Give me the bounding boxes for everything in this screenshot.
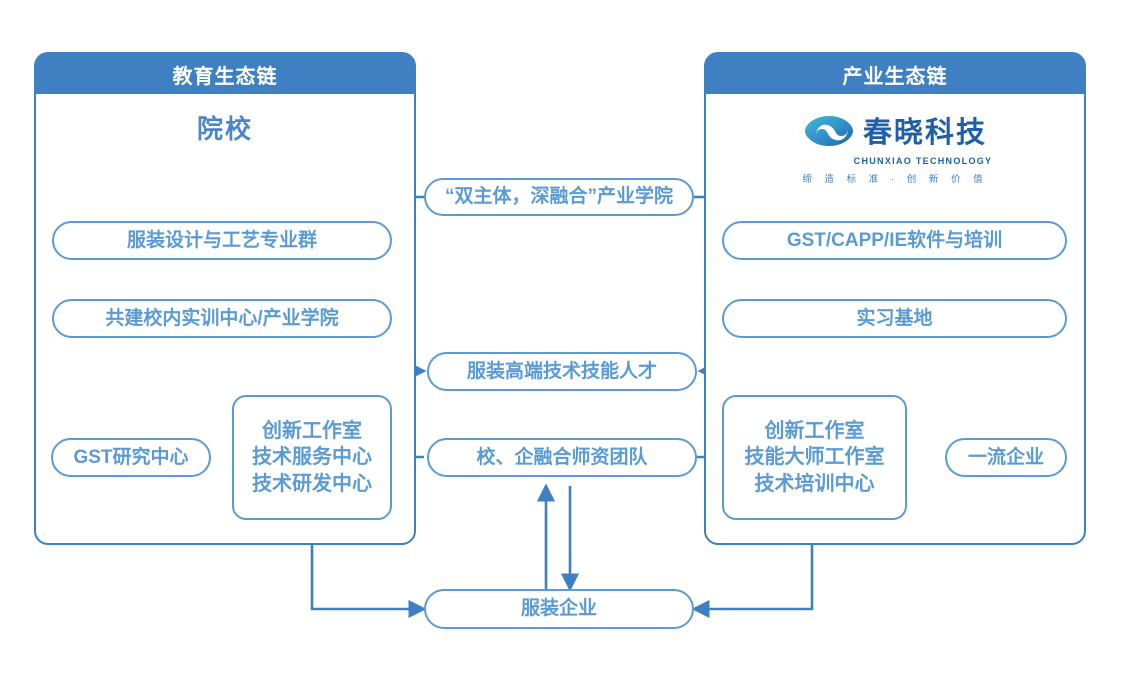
chunxiao-logo: 春晓科技 CHUNXIAO TECHNOLOGY 缔 造 标 准 · 创 新 价… xyxy=(706,114,1084,185)
node-talent-label: 服装高端技术技能人才 xyxy=(466,360,657,382)
node-left-innovation-line3: 技术研发中心 xyxy=(252,472,372,495)
node-right-innovation-centers[interactable]: 创新工作室 技能大师工作室 技术培训中心 xyxy=(722,395,907,520)
node-garment-enterprise[interactable]: 服装企业 xyxy=(424,589,694,629)
node-right-innovation-line3: 技术培训中心 xyxy=(754,472,875,495)
logo-name-cn: 春晓科技 xyxy=(862,117,987,149)
logo-name-en: CHUNXIAO TECHNOLOGY xyxy=(853,156,993,166)
node-training-center-label: 共建校内实训中心/产业学院 xyxy=(105,307,339,329)
node-practice-base[interactable]: 实习基地 xyxy=(722,299,1067,338)
eye-swirl-logo-icon xyxy=(803,114,855,153)
node-software-training[interactable]: GST/CAPP/IE软件与培训 xyxy=(722,221,1067,260)
node-top-enterprise[interactable]: 一流企业 xyxy=(945,438,1067,477)
node-talent[interactable]: 服装高端技术技能人才 xyxy=(427,352,697,391)
page-title-school: 院校 xyxy=(196,114,253,144)
node-left-innovation-line2: 技术服务中心 xyxy=(252,446,372,469)
node-left-innovation-line1: 创新工作室 xyxy=(262,419,362,442)
node-right-innovation-line1: 创新工作室 xyxy=(764,419,865,442)
node-major-group-label: 服装设计与工艺专业群 xyxy=(126,229,317,251)
industry-chain-header-label: 产业生态链 xyxy=(842,65,948,88)
education-chain-header: 教育生态链 xyxy=(36,54,414,94)
node-gst-research-center-label: GST研究中心 xyxy=(73,446,189,468)
industry-chain-header: 产业生态链 xyxy=(706,54,1084,94)
node-industry-college[interactable]: “双主体，深融合”产业学院 xyxy=(424,178,694,216)
node-teacher-team-label: 校、企融合师资团队 xyxy=(476,446,648,468)
node-teacher-team[interactable]: 校、企融合师资团队 xyxy=(427,438,697,477)
node-right-innovation-line2: 技能大师工作室 xyxy=(744,446,885,469)
node-gst-research-center[interactable]: GST研究中心 xyxy=(51,438,211,477)
node-major-group[interactable]: 服装设计与工艺专业群 xyxy=(52,221,392,260)
education-chain-header-label: 教育生态链 xyxy=(172,65,278,88)
node-garment-enterprise-label: 服装企业 xyxy=(520,598,597,620)
node-top-enterprise-label: 一流企业 xyxy=(967,446,1044,468)
node-practice-base-label: 实习基地 xyxy=(856,307,933,329)
node-training-center[interactable]: 共建校内实训中心/产业学院 xyxy=(52,299,392,338)
logo-tagline: 缔 造 标 准 · 创 新 价 值 xyxy=(802,174,988,185)
node-software-training-label: GST/CAPP/IE软件与培训 xyxy=(786,229,1003,251)
node-left-innovation-centers[interactable]: 创新工作室 技术服务中心 技术研发中心 xyxy=(232,395,392,520)
node-industry-college-label: “双主体，深融合”产业学院 xyxy=(444,186,673,208)
